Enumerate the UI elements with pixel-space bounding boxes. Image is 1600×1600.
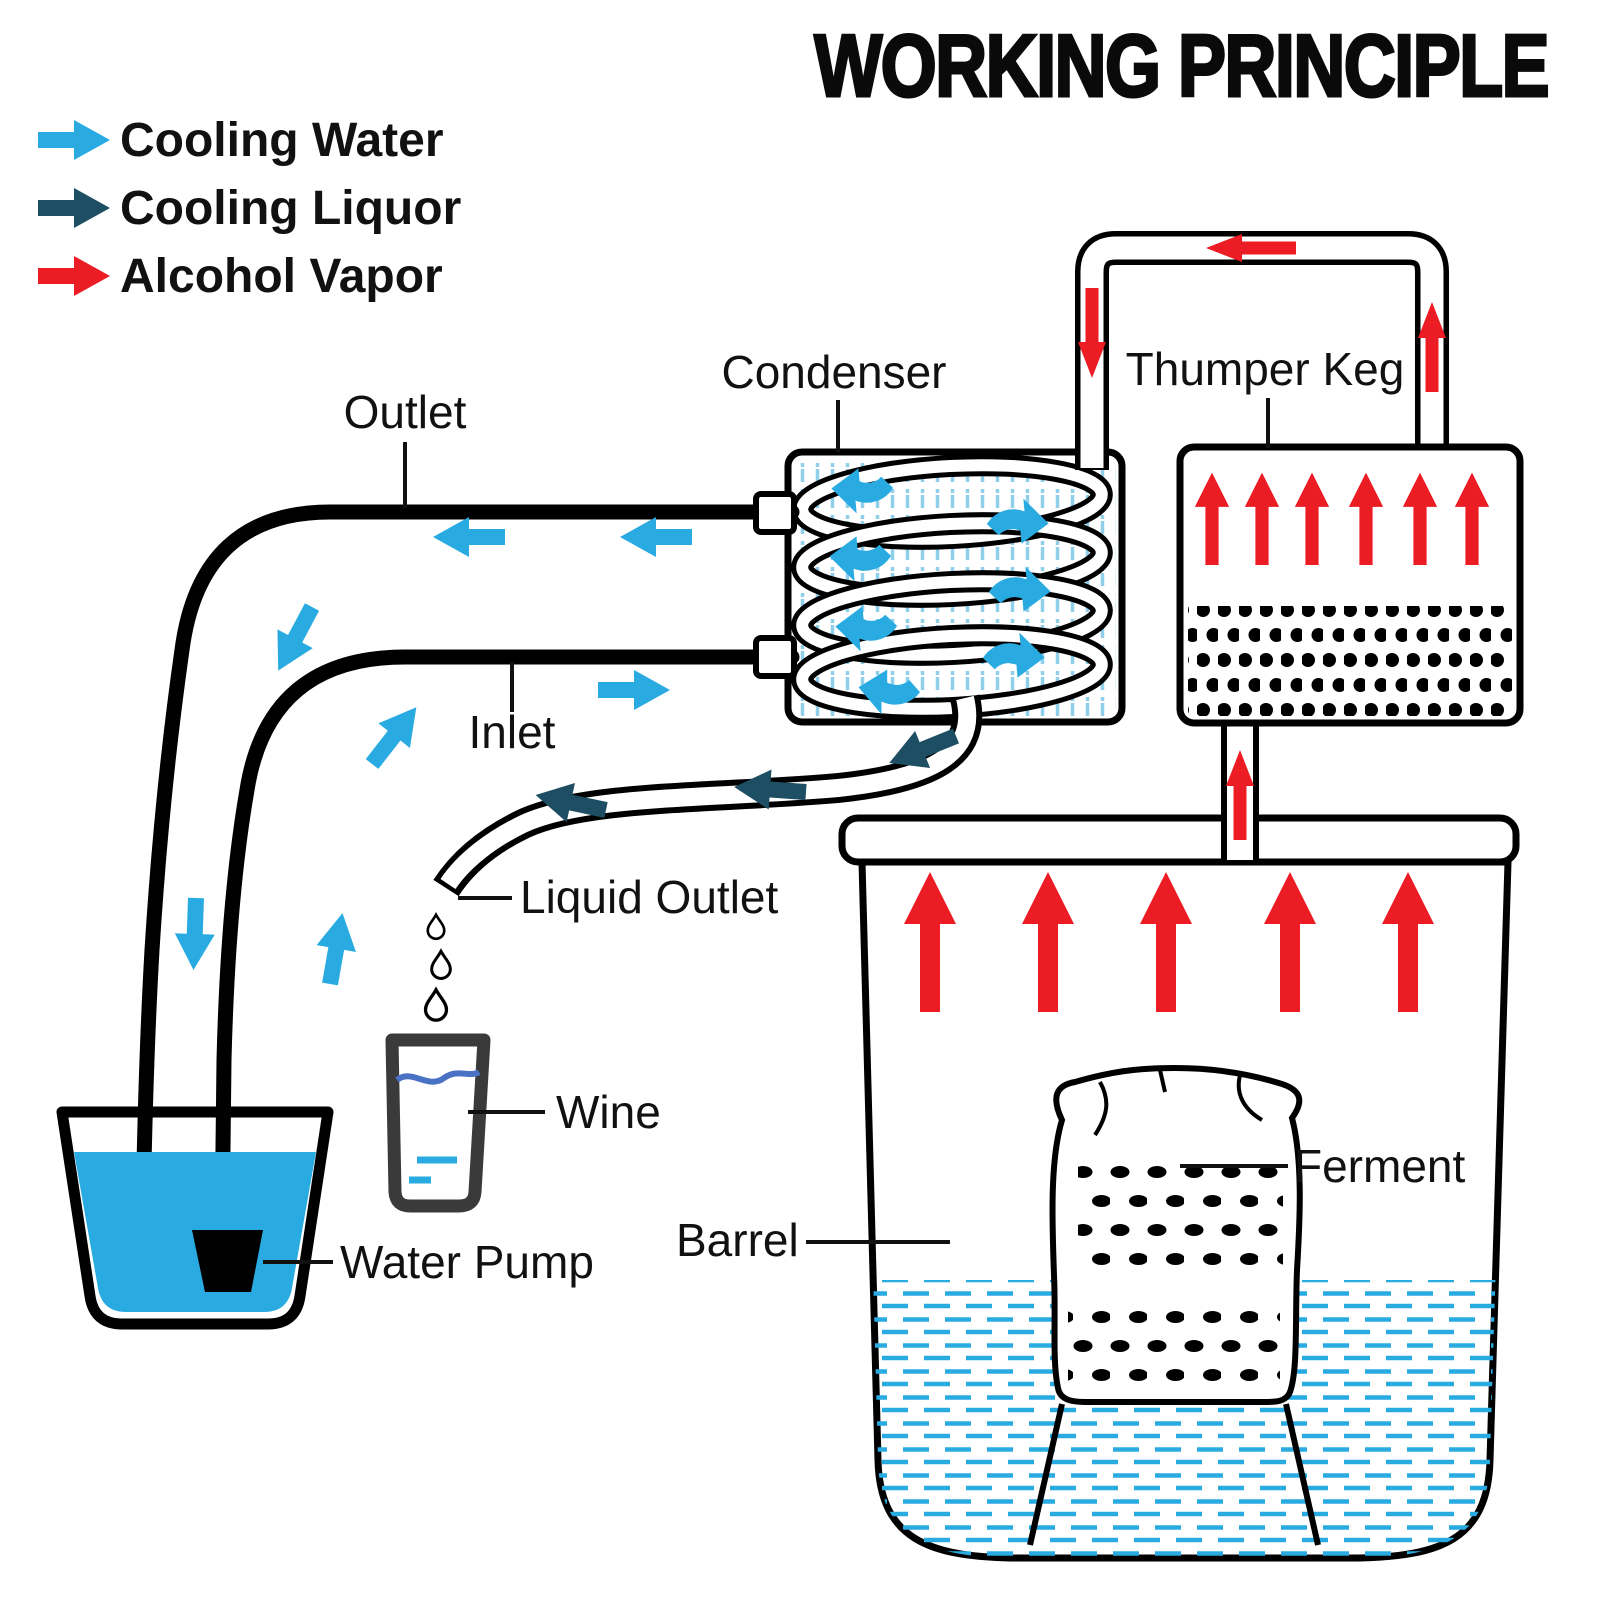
water-arrow-icon [620, 517, 692, 557]
wine-surface-wave [395, 1069, 481, 1085]
legend-label-alcohol-vapor: Alcohol Vapor [120, 250, 443, 303]
cooling-liquor-arrow-icon [38, 188, 110, 228]
wine-drops [423, 913, 452, 1022]
inlet-pipe [214, 649, 800, 1243]
wine-sparkle-dashes [409, 1156, 457, 1184]
coil-loop [796, 575, 1108, 661]
legend-item-cooling-water: Cooling Water [38, 114, 444, 167]
condenser-coil [791, 454, 1113, 720]
barrel-lid [838, 814, 1520, 866]
tube-inner [440, 695, 977, 890]
ferment-dots-lower [1068, 1298, 1280, 1394]
outlet-stub [753, 491, 797, 535]
inlet-stub [753, 635, 797, 679]
cooling-water-arrow-icon [38, 120, 110, 160]
water-arrow-icon [598, 670, 670, 710]
label-barrel: Barrel [676, 1214, 799, 1266]
label-inlet: Inlet [469, 706, 556, 758]
label-liquid-outlet: Liquid Outlet [520, 871, 778, 923]
water-pump-body [192, 1230, 263, 1292]
liquid-outlet-tube [423, 694, 983, 1022]
stand-right-line [1283, 1403, 1321, 1546]
label-outlet: Outlet [344, 386, 467, 438]
coil-loop [796, 517, 1108, 603]
label-ferment: Ferment [1294, 1140, 1465, 1192]
bucket-outline [56, 1106, 334, 1330]
water-arrow-icon [356, 694, 433, 777]
glass-outline [385, 1033, 491, 1213]
legend: Cooling Water Cooling Liquor Alcohol Vap… [38, 114, 461, 303]
alcohol-vapor-arrow-icon [38, 256, 110, 296]
page-title: WORKING PRINCIPLE [814, 17, 1548, 115]
coil-loop [796, 459, 1108, 545]
drop-icon [423, 988, 449, 1022]
water-arrow-icon [173, 897, 216, 971]
drop-icon [430, 949, 452, 980]
drop-icon [426, 913, 446, 941]
ferment-dots-upper [1078, 1150, 1283, 1268]
labels: Outlet Inlet Condenser Thumper Keg Liqui… [263, 343, 1465, 1288]
legend-label-cooling-water: Cooling Water [120, 114, 444, 167]
ferment-bag-folds [1093, 1069, 1264, 1137]
water-arrow-icon [433, 517, 505, 557]
condenser-assembly [784, 448, 1126, 726]
label-condenser: Condenser [721, 346, 946, 398]
bucket-assembly [56, 1106, 334, 1330]
legend-label-cooling-liquor: Cooling Liquor [120, 182, 461, 235]
legend-item-alcohol-vapor: Alcohol Vapor [38, 250, 443, 303]
label-thumper-keg: Thumper Keg [1126, 343, 1405, 395]
stand-left-line [1027, 1403, 1065, 1546]
ferment-stand [1027, 1403, 1321, 1546]
barrel-assembly [838, 814, 1520, 1562]
label-wine: Wine [556, 1086, 661, 1138]
thumper-liquid-dots [1188, 606, 1512, 716]
water-arrow-icon [310, 909, 363, 988]
label-water-pump: Water Pump [340, 1236, 594, 1288]
top-vapor-piping [1075, 231, 1449, 470]
wine-glass [385, 1033, 491, 1213]
legend-item-cooling-liquor: Cooling Liquor [38, 182, 461, 235]
thumper-keg-assembly [1176, 443, 1524, 727]
barrel-to-keg-pipe [1221, 716, 1259, 862]
